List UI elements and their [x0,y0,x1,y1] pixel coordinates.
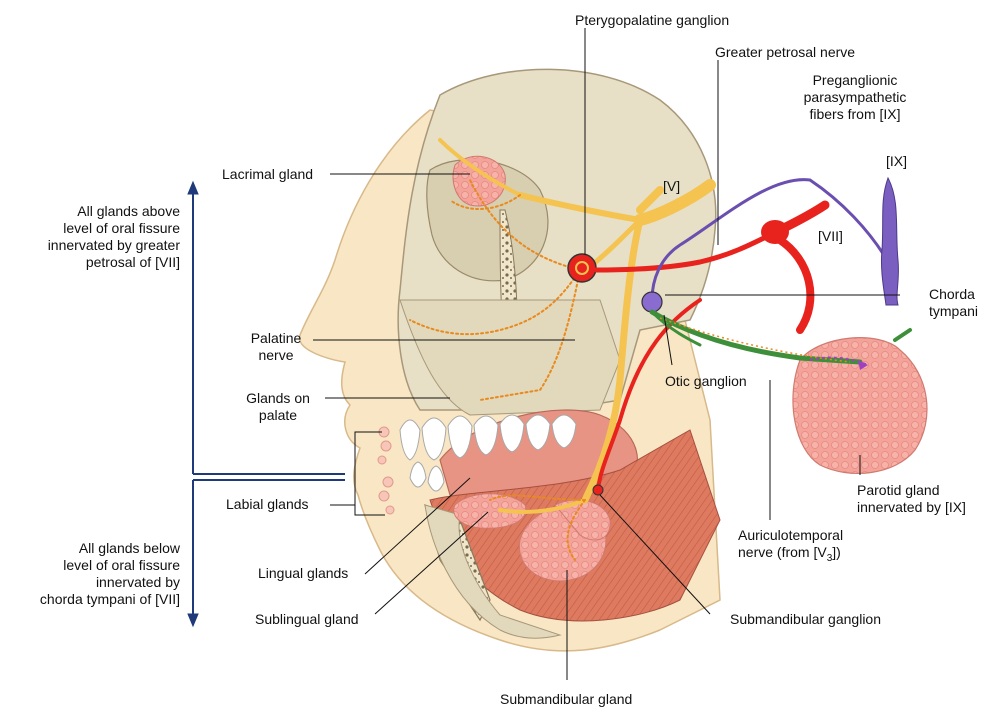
parotid-gland-shape [792,337,928,475]
label-labial-glands: Labial glands [226,496,309,512]
label-submandibular-gland: Submandibular gland [500,691,633,707]
maxilla [399,299,621,416]
note-glands-above: All glands above level of oral fissure i… [47,203,180,270]
chorda-tympani-nerve [649,309,912,365]
note-glands-below: All glands below level of oral fissure i… [39,540,180,607]
upper-teeth [399,414,577,461]
label-pterygopalatine-ganglion: Pterygopalatine ganglion [575,12,730,28]
submandibular-ganglion-shape [592,484,604,496]
label-palatine-nerve: Palatine nerve [250,330,302,363]
label-lingual-glands: Lingual glands [258,565,349,581]
label-auriculotemporal-nerve: Auriculotemporal nerve (from [V3]) [738,527,844,564]
leader-lines [313,28,900,680]
label-sublingual-gland: Sublingual gland [255,611,359,627]
lower-teeth [409,461,445,492]
label-cn-vii: [VII] [818,228,843,244]
geniculate-ganglion [761,220,789,244]
cn-ix-trunk [881,176,899,306]
label-greater-petrosal-nerve: Greater petrosal nerve [715,44,856,60]
label-cn-v: [V] [663,178,681,194]
label-otic-ganglion: Otic ganglion [665,373,747,389]
sublingual-gland-shape [453,493,527,529]
label-cn-ix: [IX] [886,153,908,169]
label-lacrimal-gland: Lacrimal gland [222,166,314,182]
label-submandibular-ganglion: Submandibular ganglion [730,611,881,627]
otic-ganglion-shape [641,291,663,313]
pterygopalatine-ganglion-shape [567,253,597,283]
label-parotid-gland: Parotid gland innervated by [IX] [857,482,966,515]
label-preganglionic-fibers: Preganglionic parasympathetic fibers fro… [803,72,907,122]
lacrimal-gland-shape [452,155,506,207]
label-chorda-tympani: Chorda tympani [929,286,979,319]
labial-glands [377,426,395,515]
glossopharyngeal-nerve [650,178,892,302]
trigeminal-nerve [438,138,716,514]
level-brackets [187,180,345,628]
label-glands-on-palate: Glands on palate [246,390,310,423]
trigeminal-dotted-branches [409,179,586,561]
